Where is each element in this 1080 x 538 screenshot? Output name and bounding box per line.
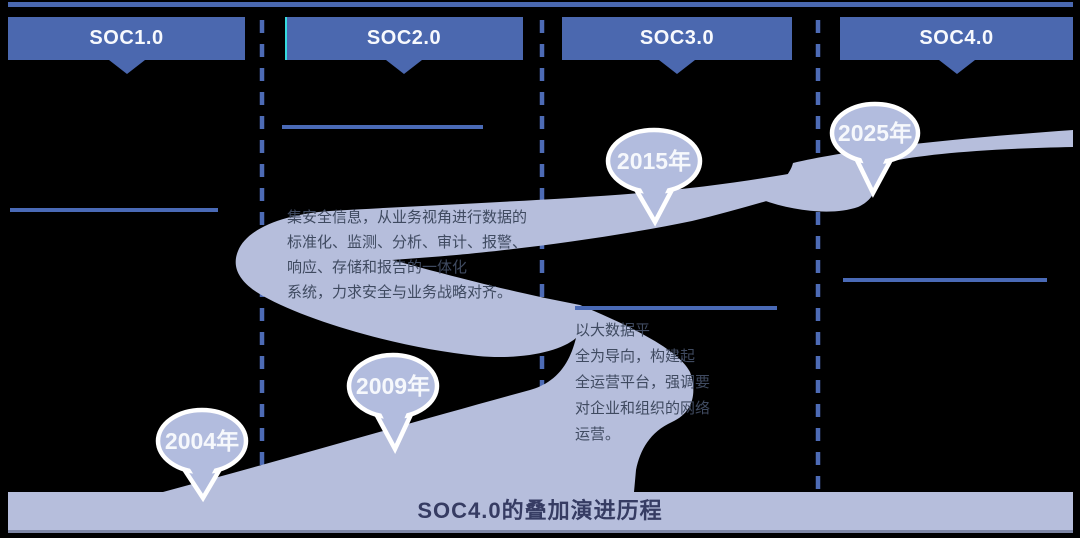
balloon-year-label: 2009年 [356, 373, 430, 399]
column-header-soc2: SOC2.0 [285, 17, 523, 74]
soc2-description-line: 系统，力求安全与业务战略对齐。 [287, 284, 513, 301]
diagram-title: SOC4.0的叠加演进历程 [417, 498, 663, 523]
balloon-tail-fill [859, 151, 889, 185]
balloon-year-label: 2004年 [165, 428, 239, 454]
balloon-tail-fill [638, 181, 671, 214]
balloon-year-label: 2025年 [838, 120, 912, 146]
road-shape [8, 164, 1073, 530]
milestone-balloon-2015: 2015年 [605, 127, 703, 227]
top-rule-line [8, 2, 1073, 7]
column-header-soc3: SOC3.0 [562, 17, 792, 74]
column-header-label: SOC1.0 [89, 27, 164, 49]
banner-notch-icon [108, 60, 145, 74]
banner-notch-icon [938, 60, 975, 74]
rule-soc2 [282, 125, 483, 129]
banner-notch-icon [386, 60, 422, 74]
teal-accent-line [285, 17, 287, 60]
balloon-year-label: 2015年 [617, 148, 691, 174]
column-header-label: SOC2.0 [366, 27, 442, 49]
banner-notch-icon [659, 60, 695, 74]
soc3-description-line: 以大数据平 [575, 322, 651, 339]
column-header-soc4: SOC4.0 [840, 17, 1073, 74]
soc2-description: 集安全信息，从业务视角进行数据的 标准化、监测、分析、审计、报警、 响应、存储和… [287, 205, 527, 305]
milestone-balloon-2004: 2004年 [155, 407, 249, 503]
rule-soc3 [575, 306, 777, 310]
milestone-balloon-2009: 2009年 [346, 352, 440, 455]
soc3-description: 以大数据平 全为导向，构建起 全运营平台，强调要 对企业和组织的网络 运营。 [575, 318, 710, 448]
soc3-description-line: 全运营平台，强调要 [575, 374, 711, 391]
column-header-label: SOC3.0 [639, 27, 715, 49]
soc2-description-line: 响应、存储和报告的一体化 [287, 259, 468, 276]
column-header-label: SOC4.0 [919, 27, 994, 49]
soc3-description-line: 对企业和组织的网络 [575, 400, 711, 417]
road-exit-shape [760, 130, 1073, 212]
soc2-description-line: 标准化、监测、分析、审计、报警、 [287, 234, 528, 251]
rule-soc4 [843, 278, 1047, 282]
milestone-balloon-2025: 2025年 [829, 101, 921, 198]
rule-soc1 [10, 208, 218, 212]
bottom-edge-line [8, 530, 1073, 533]
column-header-soc1: SOC1.0 [8, 17, 245, 74]
soc3-description-line: 运营。 [575, 426, 621, 443]
balloon-tail-fill [378, 405, 410, 441]
balloon-tail-fill [186, 460, 219, 490]
soc3-description-line: 全为导向，构建起 [575, 348, 696, 365]
soc2-description-line: 集安全信息，从业务视角进行数据的 [287, 209, 528, 226]
